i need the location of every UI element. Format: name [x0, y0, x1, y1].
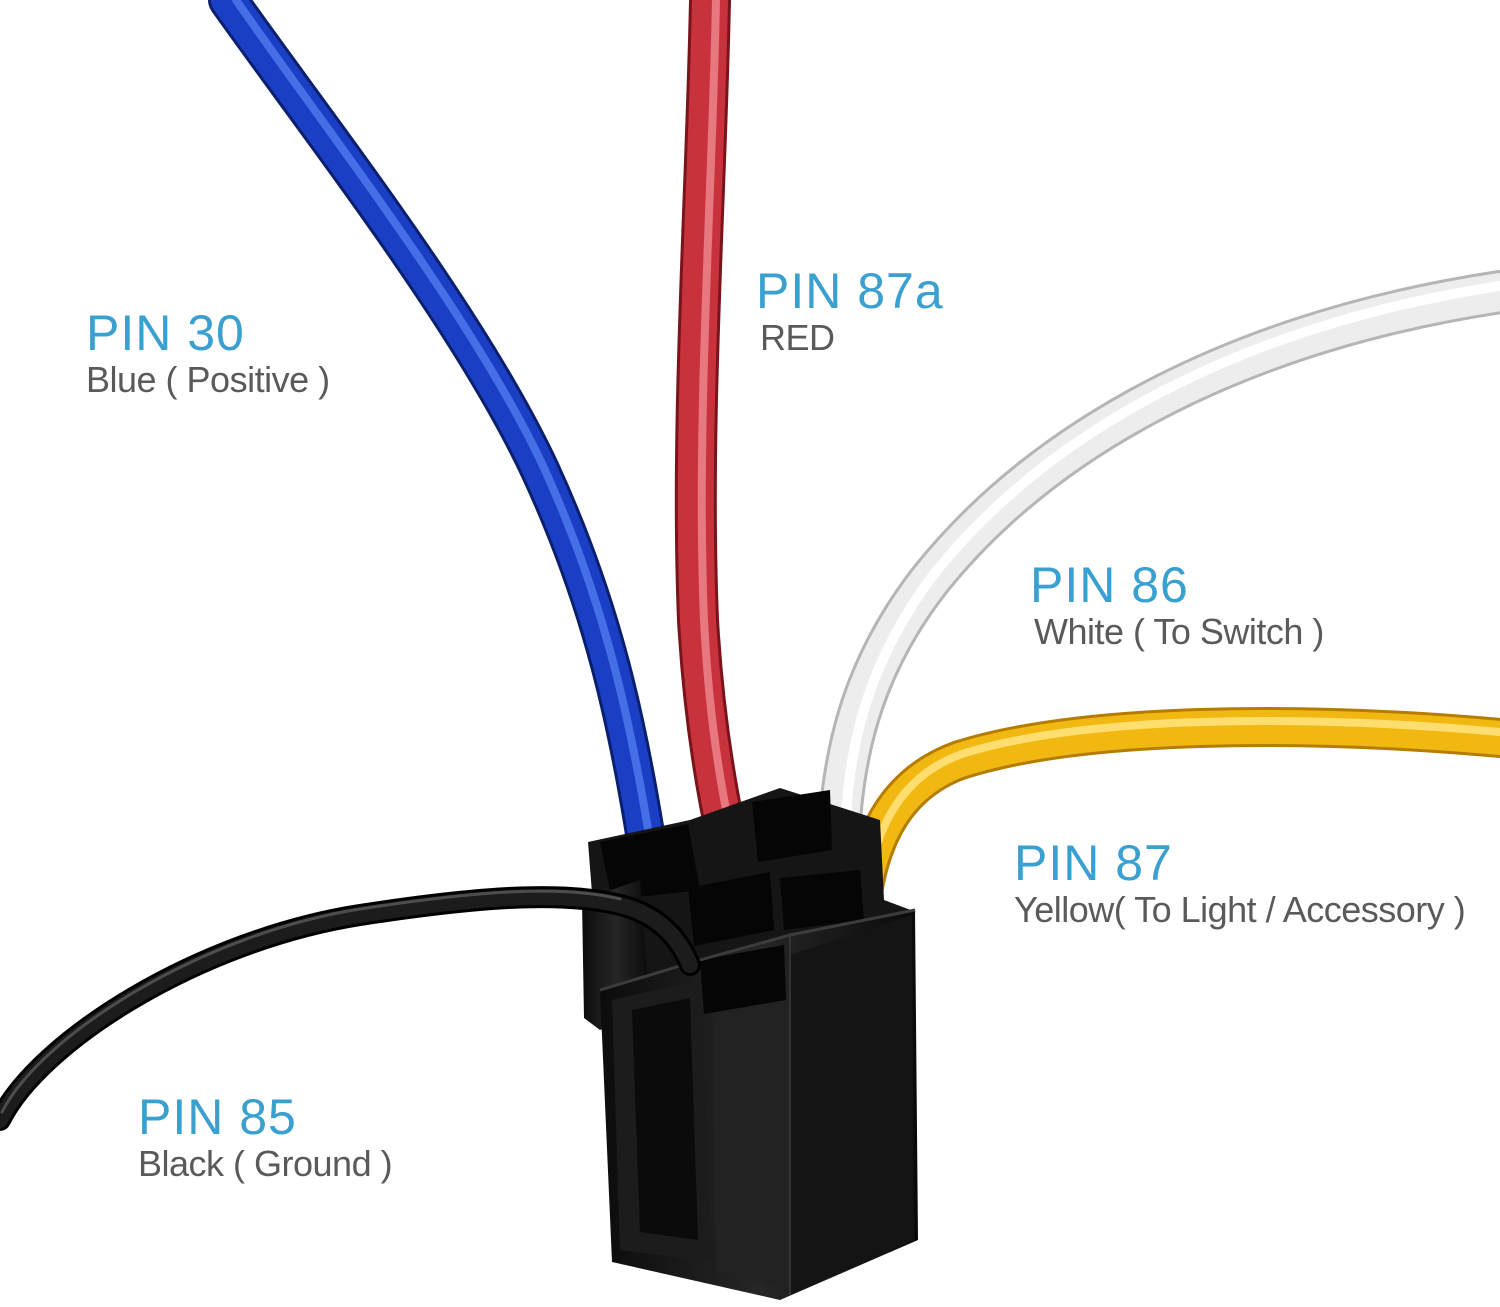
- blue-wire: [208, 0, 675, 920]
- pin-85-description: Black ( Ground ): [138, 1143, 393, 1184]
- pin-86-description: White ( To Switch ): [1034, 611, 1324, 652]
- pin-86-title: PIN 86: [1030, 557, 1189, 613]
- relay-socket-body: [582, 788, 918, 1300]
- pin-85-title: PIN 85: [138, 1089, 297, 1145]
- pin-86-label-group: PIN 86 White ( To Switch ): [1030, 560, 1324, 650]
- red-wire: [674, 0, 771, 951]
- pin-87-title: PIN 87: [1014, 835, 1173, 891]
- pin-30-title: PIN 30: [86, 305, 245, 361]
- pin-87a-title: PIN 87a: [756, 263, 944, 319]
- pin-87a-description: RED: [760, 317, 835, 358]
- pin-87-description: Yellow( To Light / Accessory ): [1014, 889, 1466, 930]
- pin-87-label-group: PIN 87 Yellow( To Light / Accessory ): [1014, 835, 1466, 930]
- pin-87a-label-group: PIN 87a RED: [756, 266, 944, 356]
- black-wire: [0, 886, 701, 1131]
- white-wire: [816, 270, 1500, 882]
- pin-30-description: Blue ( Positive ): [86, 359, 330, 400]
- pin-30-label-group: PIN 30 Blue ( Positive ): [86, 308, 330, 398]
- pin-85-label-group: PIN 85 Black ( Ground ): [138, 1089, 393, 1184]
